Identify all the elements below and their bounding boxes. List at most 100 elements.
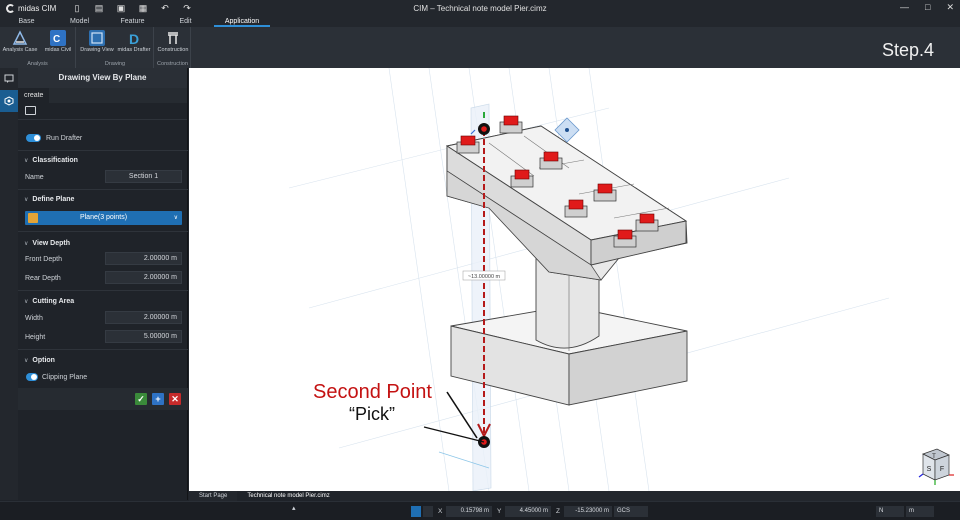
nav-cube-side: S — [927, 466, 932, 473]
coordinate-system-select[interactable]: GCS — [614, 506, 648, 517]
ribbon-group-label-analysis: Analysis — [27, 61, 48, 67]
z-coordinate-label: Z — [556, 508, 560, 515]
front-depth-row: Front Depth 2.00000 m — [18, 250, 188, 268]
menu-bar: Base Model Feature Edit Application — [0, 16, 960, 27]
tab-start-page[interactable]: Start Page — [199, 493, 228, 499]
name-input[interactable]: Section 1 — [105, 170, 182, 183]
clipping-plane-row: Clipping Plane — [18, 368, 188, 386]
option-header[interactable]: ∨ Option — [18, 351, 188, 369]
midas-civil-label: midas Civil — [44, 47, 72, 53]
rail-item-messages[interactable] — [0, 68, 18, 90]
divider — [18, 349, 188, 350]
midas-civil-icon: C — [50, 30, 66, 46]
menu-tab-application[interactable]: Application — [214, 16, 270, 27]
maximize-icon[interactable]: □ — [925, 2, 931, 12]
analysis-case-icon — [12, 30, 28, 46]
cutting-area-title: Cutting Area — [32, 297, 75, 305]
3d-viewport[interactable]: ~13.00000 m Second Point “Pick” T S F — [189, 68, 960, 491]
run-drafter-row: Run Drafter — [18, 129, 188, 147]
panel-title: Drawing View By Plane — [18, 68, 187, 88]
list-view-icon[interactable] — [25, 106, 36, 115]
new-file-icon[interactable]: ▯ — [74, 2, 80, 13]
y-coordinate-value: 4.45000 m — [505, 506, 551, 517]
construction-label: Construction — [157, 47, 189, 53]
ribbon-group-drawing: Drawing View D midas Drafter Drawing — [77, 27, 154, 68]
expand-marker-icon: ▴ — [292, 505, 296, 512]
close-icon[interactable]: ✕ — [946, 2, 954, 12]
view-depth-header[interactable]: ∨ View Depth — [18, 234, 188, 252]
status-bar: ▴ X 0.15798 m Y 4.45000 m Z -15.23000 m … — [0, 501, 960, 520]
midas-civil-button[interactable]: C midas Civil — [42, 30, 74, 53]
width-input[interactable]: 2.00000 m — [105, 311, 182, 324]
ribbon-group-label-drawing: Drawing — [104, 61, 126, 67]
app-logo: midas CIM — [6, 3, 62, 13]
redo-icon[interactable]: ↷ — [183, 2, 191, 13]
save-as-icon[interactable]: ▦ — [138, 2, 148, 13]
height-row: Height 5.00000 m — [18, 328, 188, 346]
message-icon — [4, 74, 14, 83]
midas-drafter-button[interactable]: D midas Drafter — [116, 30, 152, 53]
drawing-view-icon — [89, 30, 105, 46]
add-button[interactable]: + — [152, 393, 164, 405]
tab-model-file[interactable]: Technical note model Pier.cimz — [237, 491, 340, 501]
midas-drafter-label: midas Drafter — [117, 47, 151, 53]
menu-tab-feature[interactable]: Feature — [120, 18, 145, 25]
y-coordinate-label: Y — [497, 508, 502, 515]
cutting-area-header[interactable]: ∨ Cutting Area — [18, 292, 188, 310]
svg-text:D: D — [129, 31, 139, 46]
z-coordinate-value: -15.23000 m — [564, 506, 612, 517]
height-input[interactable]: 5.00000 m — [105, 330, 182, 343]
divider — [18, 150, 188, 151]
analysis-case-label: Analysis Case — [2, 47, 38, 53]
first-point-core — [481, 126, 487, 132]
divider — [18, 290, 188, 291]
plane-gizmo — [554, 117, 580, 143]
pier-model-canvas[interactable]: ~13.00000 m Second Point “Pick” T S F — [189, 68, 960, 491]
run-drafter-toggle[interactable] — [26, 134, 41, 142]
tab-create[interactable]: create — [18, 88, 50, 103]
grid-snap-icon[interactable] — [423, 506, 433, 517]
undo-icon[interactable]: ↶ — [161, 2, 169, 13]
clipping-plane-toggle[interactable] — [26, 373, 38, 381]
menu-tab-edit[interactable]: Edit — [179, 18, 192, 25]
plane-type-value: Plane(3 points) — [79, 214, 128, 221]
nav-cube-front: F — [940, 466, 944, 473]
classification-header[interactable]: ∨ Classification — [18, 151, 188, 169]
length-unit-select[interactable]: m — [906, 506, 934, 517]
width-row: Width 2.00000 m — [18, 309, 188, 327]
rear-depth-label: Rear Depth — [25, 274, 61, 282]
define-plane-header[interactable]: ∨ Define Plane — [18, 190, 188, 208]
name-row: Name Section 1 — [18, 168, 188, 186]
plane-type-select[interactable]: Plane(3 points) ∨ — [25, 211, 182, 225]
rail-item-properties[interactable] — [0, 90, 18, 112]
dimension-label: ~13.00000 m — [468, 274, 501, 280]
ribbon-group-analysis: Analysis Case C midas Civil Analysis — [0, 27, 76, 68]
analysis-case-button[interactable]: Analysis Case — [2, 30, 38, 53]
apply-check-button[interactable]: ✓ — [135, 393, 147, 405]
dimension-label-box — [462, 270, 506, 281]
open-folder-icon[interactable]: ▤ — [94, 2, 104, 13]
force-unit-select[interactable]: N — [876, 506, 904, 517]
cancel-button[interactable]: ✕ — [169, 393, 181, 405]
rear-depth-row: Rear Depth 2.00000 m — [18, 269, 188, 287]
app-logo-text: midas CIM — [18, 3, 57, 13]
menu-tab-model[interactable]: Model — [69, 18, 90, 25]
bearing-pads — [456, 115, 659, 248]
cube-settings-icon — [4, 96, 14, 106]
minimize-icon[interactable]: — — [900, 2, 910, 12]
snap-icon[interactable] — [411, 506, 421, 517]
navigation-cube[interactable]: T S F — [918, 448, 954, 485]
view-depth-title: View Depth — [32, 239, 71, 247]
construction-icon — [165, 30, 181, 46]
menu-tab-base[interactable]: Base — [18, 18, 35, 25]
drawing-view-button[interactable]: Drawing View — [79, 30, 115, 53]
midas-drafter-icon: D — [126, 30, 142, 47]
rear-depth-input[interactable]: 2.00000 m — [105, 271, 182, 284]
axis-marker — [470, 129, 476, 135]
construction-button[interactable]: Construction — [156, 30, 190, 53]
save-icon[interactable]: ▣ — [116, 2, 126, 13]
drawing-view-label: Drawing View — [80, 47, 114, 53]
annotation-arrow-line — [446, 391, 478, 439]
axis-guide-line — [438, 451, 490, 469]
front-depth-input[interactable]: 2.00000 m — [105, 252, 182, 265]
